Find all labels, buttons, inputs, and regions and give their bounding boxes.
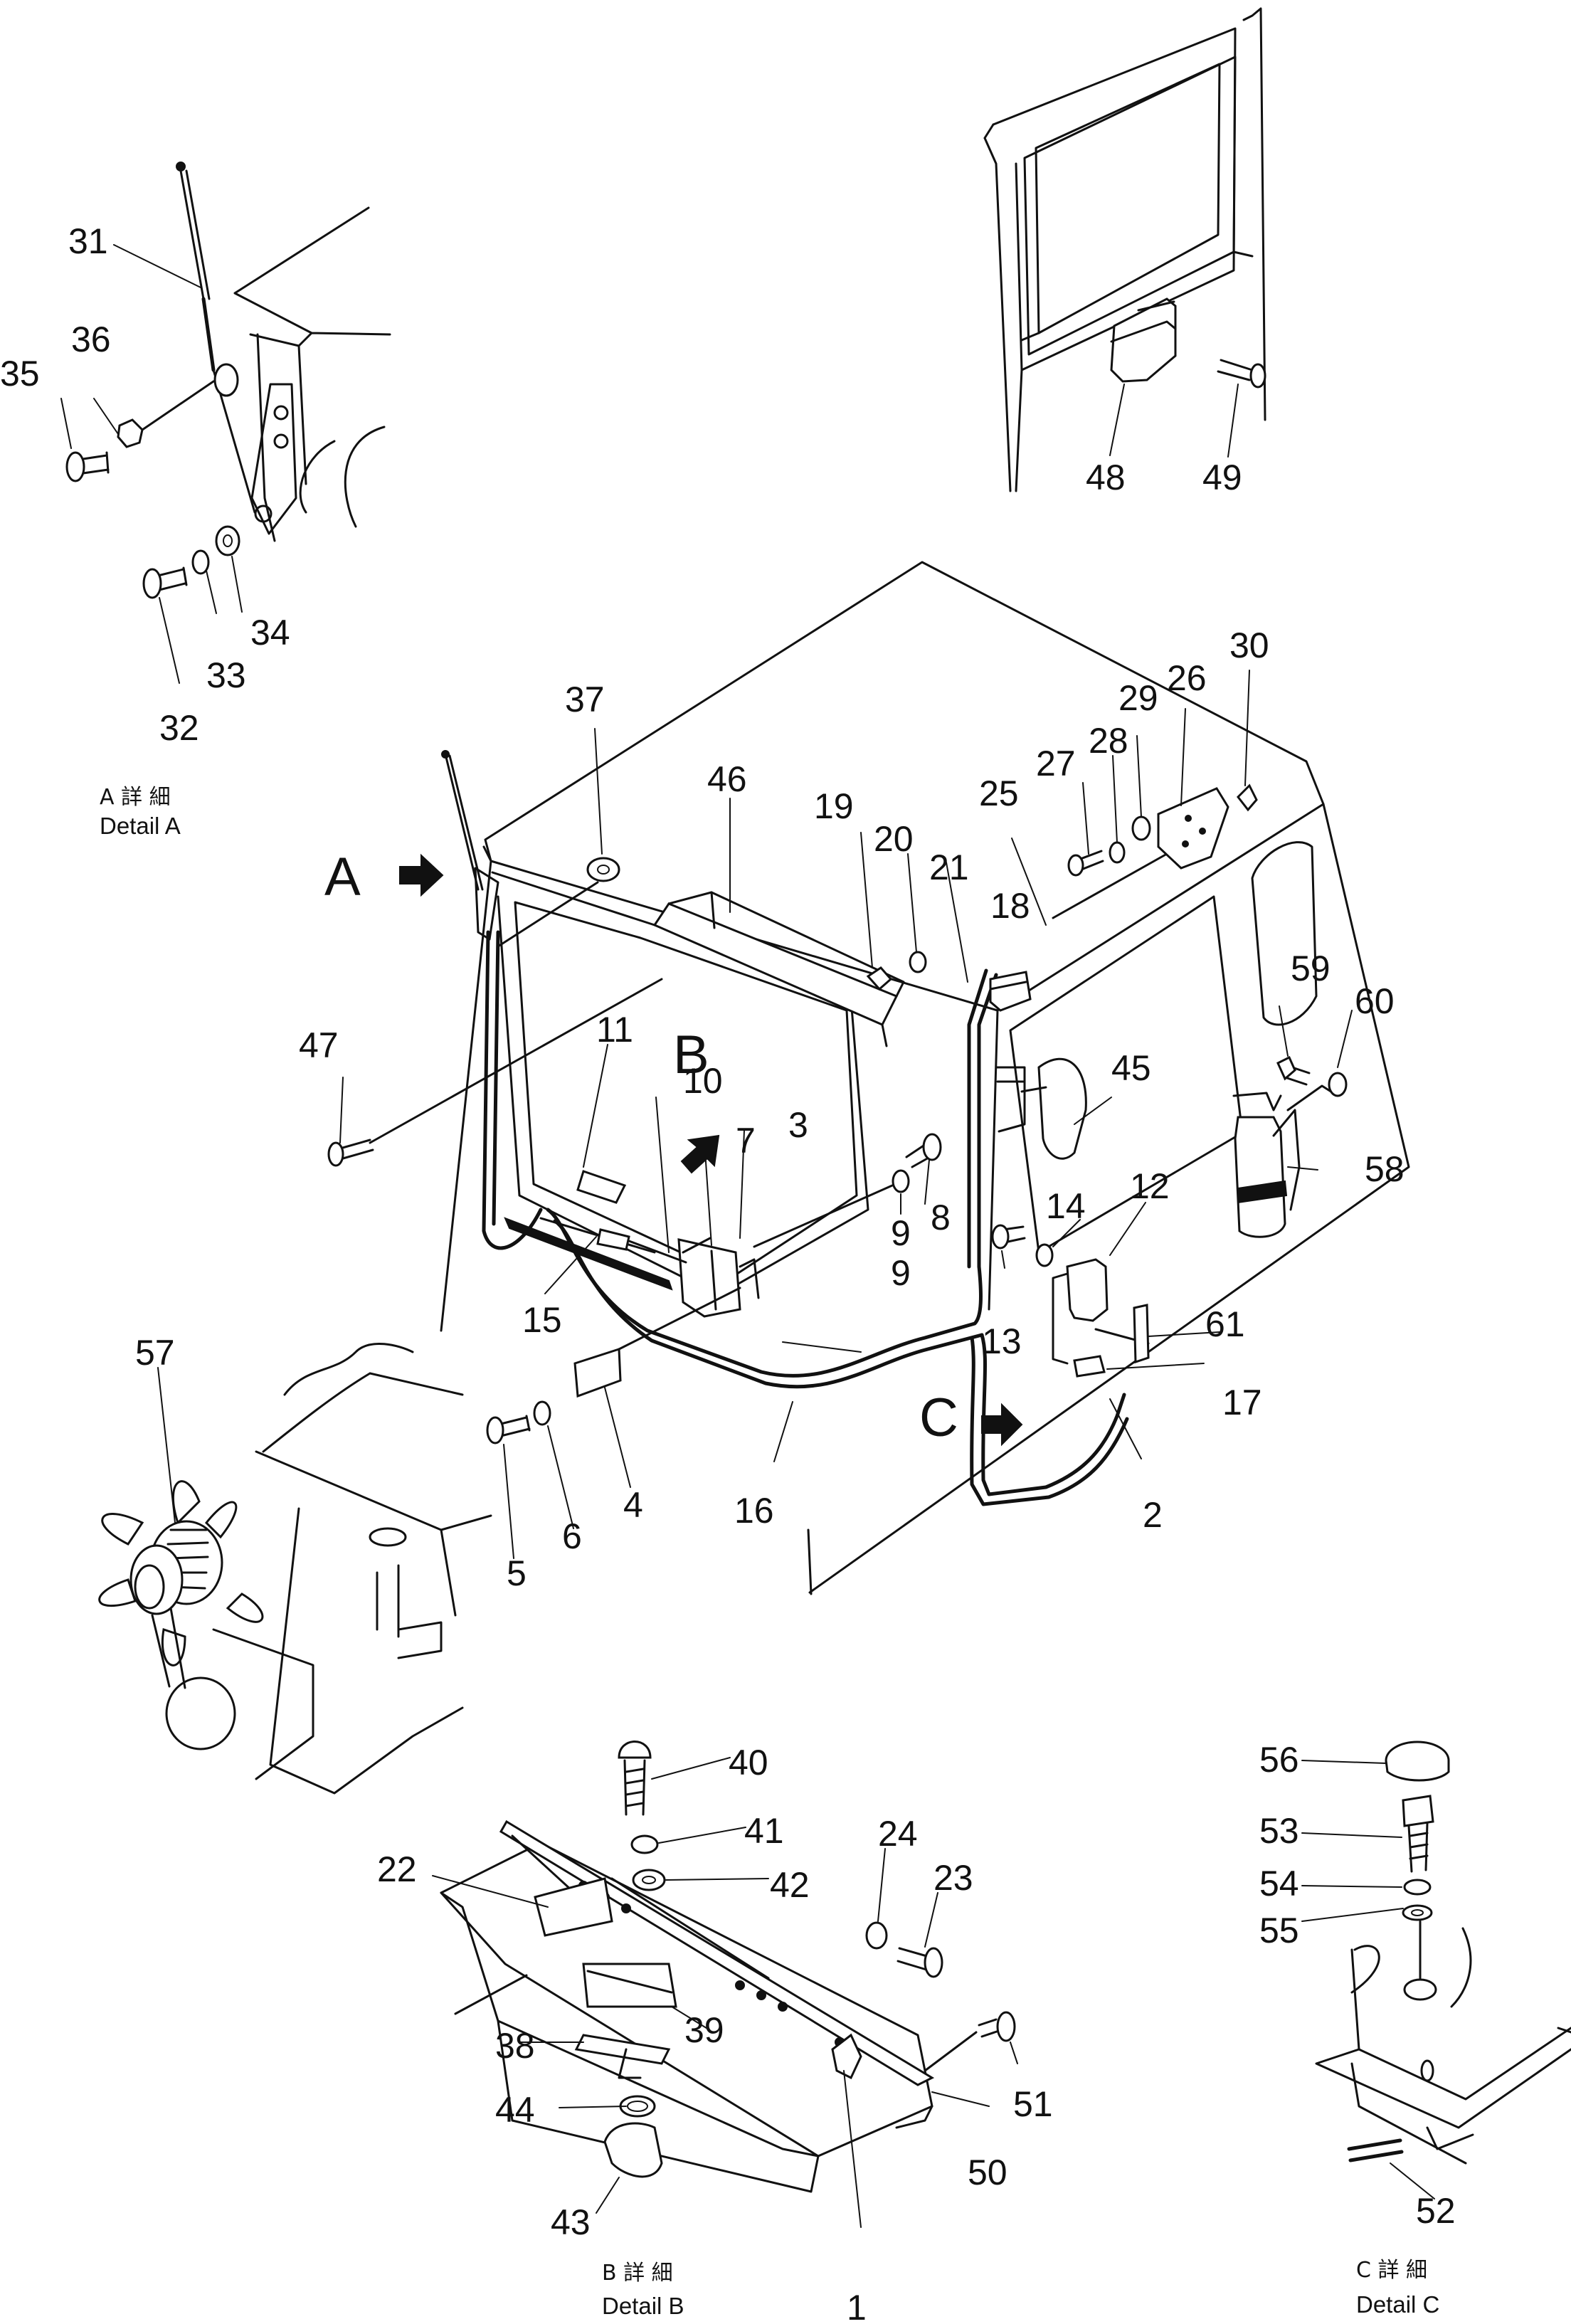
detail-c-caption-jp: C 詳 細 [1356,2258,1427,2283]
callout-56: 56 [1259,1740,1299,1780]
callout-52: 52 [1416,2191,1456,2231]
callout-42: 42 [770,1865,810,1905]
detail-b-caption-en: Detail B [602,2293,684,2319]
arrow-letter-c: C [919,1388,958,1448]
callout-31: 31 [68,221,108,261]
callout-53: 53 [1259,1811,1299,1851]
callout-3: 3 [788,1105,808,1145]
callout-38: 38 [495,2026,535,2066]
callout-58: 58 [1365,1149,1405,1189]
callout-1: 1 [847,2288,867,2324]
callout-30: 30 [1229,625,1269,665]
callout-9b: 9 [891,1253,911,1293]
detail-c-caption-en: Detail C [1356,2291,1439,2318]
engine-fan-drawing [98,1342,492,1795]
arrow-letter-b: B [673,1025,709,1085]
callout-27: 27 [1036,744,1076,783]
detail-c-drawing [1301,1741,1571,2199]
callout-24: 24 [878,1814,918,1854]
callout-49: 49 [1202,458,1242,497]
callout-19: 19 [814,786,854,826]
detail-arrow-letters: A B C [324,847,958,1448]
callout-11: 11 [596,1010,633,1050]
callout-4: 4 [623,1485,643,1525]
callout-26: 26 [1167,658,1207,698]
callout-59: 59 [1291,949,1331,988]
callout-35: 35 [0,354,40,394]
callout-32: 32 [159,708,199,748]
callout-22: 22 [377,1849,417,1889]
callout-61: 61 [1205,1304,1245,1344]
callout-20: 20 [874,819,914,859]
callout-8: 8 [931,1198,951,1237]
callout-6: 6 [562,1516,582,1556]
callout-15: 15 [522,1300,562,1340]
callout-48: 48 [1086,458,1126,497]
callout-55: 55 [1259,1911,1299,1950]
callout-17: 17 [1222,1383,1262,1422]
callout-37: 37 [565,680,605,719]
arrow-letter-a: A [324,847,361,907]
callout-5: 5 [507,1553,527,1593]
callout-14: 14 [1046,1186,1086,1226]
callout-21: 21 [929,847,969,887]
callout-39: 39 [684,2010,724,2050]
callout-54: 54 [1259,1864,1299,1903]
callout-40: 40 [729,1743,768,1782]
callout-60: 60 [1355,981,1395,1021]
callout-28: 28 [1089,721,1128,761]
window-visor-drawing [983,7,1266,492]
detail-captions: A 詳 細 Detail A B 詳 細 Detail B C 詳 細 Deta… [100,785,1439,2319]
callout-18: 18 [990,886,1030,926]
callout-34: 34 [250,613,290,653]
callout-25: 25 [979,773,1019,813]
callout-33: 33 [206,655,246,695]
callout-12: 12 [1130,1166,1170,1206]
detail-a-caption-en: Detail A [100,813,181,839]
callout-29: 29 [1118,678,1158,718]
callout-23: 23 [933,1858,973,1898]
callout-45: 45 [1111,1048,1151,1088]
detail-b-drawing [432,1741,1018,2228]
callout-10: 10 [683,1061,723,1101]
detail-b-caption-jp: B 詳 細 [602,2261,673,2286]
callout-2: 2 [1143,1495,1163,1535]
callout-16: 16 [734,1491,774,1531]
callout-50: 50 [968,2153,1007,2192]
callout-36: 36 [71,319,111,359]
callout-47: 47 [299,1025,339,1065]
callout-13: 13 [982,1321,1022,1361]
callout-9a: 9 [891,1213,911,1253]
detail-a-drawing [60,162,391,684]
callout-labels: 1 2 3 4 5 6 7 8 9 9 10 11 12 13 14 15 16… [0,221,1456,2324]
callout-51: 51 [1013,2084,1053,2124]
callout-41: 41 [744,1811,784,1851]
callout-44: 44 [495,2090,535,2130]
callout-46: 46 [707,759,747,799]
callout-7: 7 [736,1121,756,1161]
callout-57: 57 [135,1333,175,1373]
cab-drawing [327,561,1410,1595]
callout-43: 43 [551,2202,591,2242]
detail-a-caption-jp: A 詳 細 [100,785,171,810]
